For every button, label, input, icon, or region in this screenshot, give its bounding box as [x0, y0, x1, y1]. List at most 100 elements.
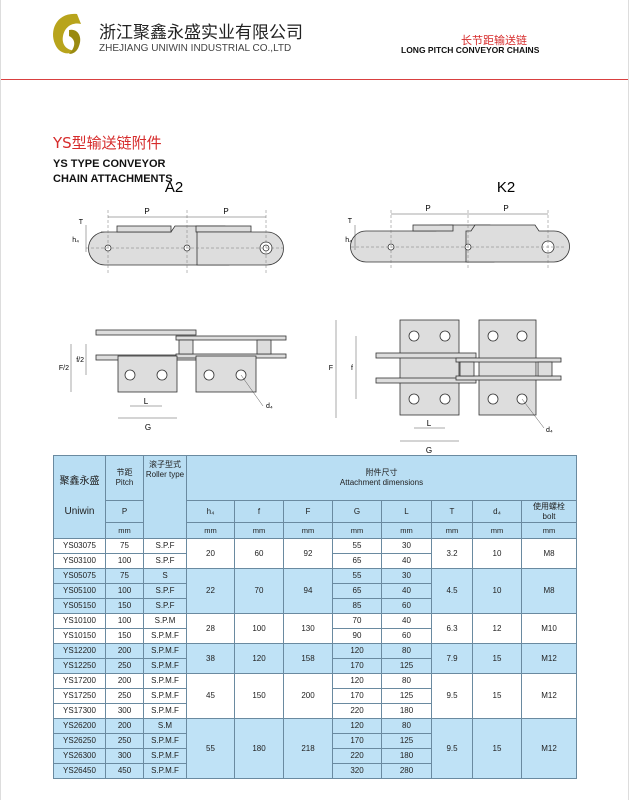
a2-top-view: [95, 329, 287, 393]
l-cell: 40: [381, 613, 432, 629]
unit-cell: mm: [381, 522, 432, 539]
k2-g-label: G: [426, 446, 432, 455]
a2-l-label: L: [144, 397, 149, 406]
g-cell: 55: [332, 568, 382, 584]
f-cell: 60: [234, 538, 284, 569]
dim-header-6: d₄: [472, 500, 522, 523]
g-cell: 120: [332, 673, 382, 689]
F-cell: 92: [283, 538, 333, 569]
d4-cell: 15: [472, 673, 522, 719]
dim-header-0: h₄: [186, 500, 235, 523]
bolt-cell: M10: [521, 613, 577, 644]
d4-cell: 10: [472, 538, 522, 569]
pitch-cell: 150: [105, 598, 144, 614]
company-name-en: ZHEJIANG UNIWIN INDUSTRIAL CO.,LTD: [99, 43, 292, 54]
d4-cell: 15: [472, 718, 522, 779]
bolt-cell: M12: [521, 643, 577, 674]
attachment-spec-table: 聚鑫永盛 Uniwin 节距 Pitch 滚子型式 Roller type 附件…: [53, 455, 577, 779]
h4-cell: 20: [186, 538, 235, 569]
g-cell: 55: [332, 538, 382, 554]
f-cell: 120: [234, 643, 284, 674]
t-cell: 4.5: [431, 568, 473, 614]
k2-pitch-label: P: [425, 204, 430, 213]
l-cell: 30: [381, 538, 432, 554]
g-cell: 220: [332, 703, 382, 719]
pitch-symbol: P: [105, 500, 144, 523]
pitch-cell: 250: [105, 688, 144, 704]
k2-attachment-diagram: K2 P P T h₄ F f G L d₄: [329, 179, 570, 455]
company-name-cn: 浙江聚鑫永盛实业有限公司: [99, 23, 303, 43]
dim-header-4: L: [381, 500, 432, 523]
g-cell: 90: [332, 628, 382, 644]
roller-type-cell: S.P.M.F: [143, 748, 187, 764]
l-cell: 125: [381, 658, 432, 674]
d4-cell: 15: [472, 643, 522, 674]
F-cell: 200: [283, 673, 333, 719]
l-cell: 40: [381, 583, 432, 599]
roller-type-cell: S.P.M: [143, 613, 187, 629]
unit-cell: mm: [431, 522, 473, 539]
k2-top-view: [375, 319, 562, 416]
model-cell: YS12200: [53, 643, 106, 659]
l-cell: 180: [381, 748, 432, 764]
pitch-cell: 100: [105, 583, 144, 599]
roller-type-cell: S.P.F: [143, 583, 187, 599]
dim-header-2: F: [283, 500, 333, 523]
k2-d4-label: d₄: [546, 427, 553, 434]
bolt-cell: M12: [521, 718, 577, 779]
company-logo-icon: [53, 13, 81, 54]
roller-cn: 滚子型式: [149, 460, 181, 469]
F-cell: 94: [283, 568, 333, 614]
header-divider: [1, 79, 628, 80]
k2-h4-label: h₄: [345, 237, 352, 244]
pitch-cell: 100: [105, 613, 144, 629]
pitch-cell: 250: [105, 658, 144, 674]
unit-cell: mm: [472, 522, 522, 539]
model-cell: YS26450: [53, 763, 106, 779]
bolt-en: bolt: [542, 511, 556, 521]
k2-pitch-label-2: P: [503, 204, 508, 213]
t-cell: 3.2: [431, 538, 473, 569]
a2-d4-label: d₄: [266, 403, 273, 410]
roller-type-cell: S.P.F: [143, 553, 187, 569]
l-cell: 125: [381, 733, 432, 749]
t-cell: 7.9: [431, 643, 473, 674]
pitch-cell: 450: [105, 763, 144, 779]
model-cell: YS17250: [53, 688, 106, 704]
pitch-cell: 150: [105, 628, 144, 644]
l-cell: 60: [381, 598, 432, 614]
model-cell: YS17300: [53, 703, 106, 719]
roller-type-cell: S.P.M.F: [143, 673, 187, 689]
f-cell: 70: [234, 568, 284, 614]
brand-header: 聚鑫永盛 Uniwin: [53, 455, 106, 539]
l-cell: 180: [381, 703, 432, 719]
k2-F-label: F: [329, 365, 333, 372]
l-cell: 125: [381, 688, 432, 704]
section-title-en-line1: YS TYPE CONVEYOR: [53, 158, 166, 170]
roller-type-cell: S.P.M.F: [143, 658, 187, 674]
l-cell: 40: [381, 553, 432, 569]
g-cell: 170: [332, 733, 382, 749]
bolt-cell: M8: [521, 568, 577, 614]
brand-cn: 聚鑫永盛: [59, 476, 100, 487]
l-cell: 60: [381, 628, 432, 644]
a2-g-label: G: [145, 423, 151, 432]
g-cell: 70: [332, 613, 382, 629]
dim-header-1: f: [234, 500, 284, 523]
F-cell: 130: [283, 613, 333, 644]
l-cell: 80: [381, 643, 432, 659]
model-cell: YS17200: [53, 673, 106, 689]
product-category-en: LONG PITCH CONVEYOR CHAINS: [401, 45, 540, 55]
pitch-cell: 250: [105, 733, 144, 749]
g-cell: 320: [332, 763, 382, 779]
a2-pitch-label-2: P: [223, 207, 228, 216]
g-cell: 65: [332, 583, 382, 599]
g-cell: 170: [332, 688, 382, 704]
